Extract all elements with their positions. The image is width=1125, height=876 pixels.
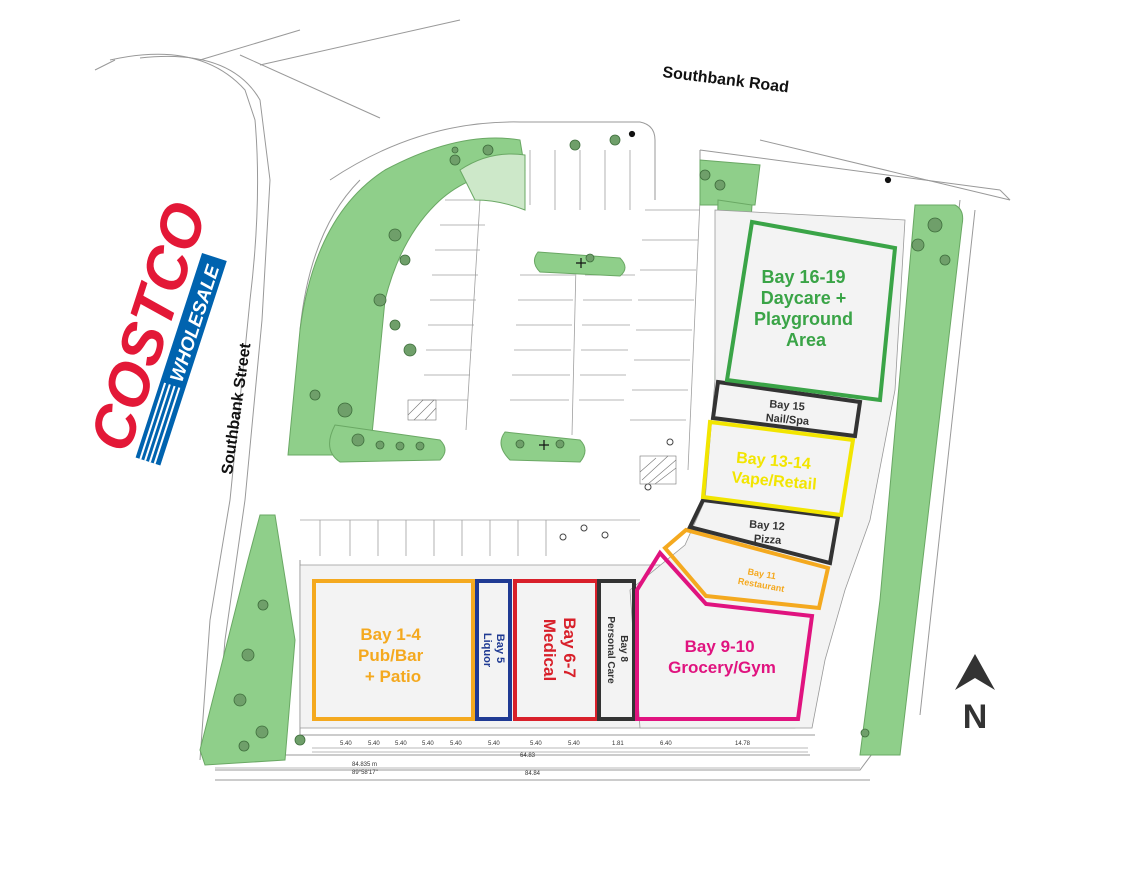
logo-stripe-5 [153, 387, 181, 464]
logo-stripe-4 [148, 385, 176, 463]
bay-5-label: Bay 5 Liquor [481, 633, 506, 668]
bay-16-19-label: Bay 16-19 Daycare + Playground Area [754, 267, 858, 350]
landscaping [199, 137, 964, 766]
bay-1-4-outline[interactable] [312, 579, 475, 721]
parking-stalls [300, 150, 701, 556]
logo-stripe-1 [135, 252, 227, 466]
dim-seg-4: 5.40 [422, 741, 434, 747]
bay-11-outline[interactable] [662, 527, 831, 611]
north-arrow-icon [955, 654, 995, 690]
accessible-parking-icons [559, 438, 674, 541]
dim-seg-8: 5.40 [568, 741, 580, 747]
dim-seg-5: 5.40 [450, 741, 462, 747]
dim-seg-6: 5.40 [488, 741, 500, 747]
bay-15-outline[interactable] [710, 379, 863, 439]
dim-subtotal: 64.83 [520, 753, 536, 759]
dim-seg-3: 5.40 [395, 741, 407, 747]
bay-labels: Bay 1-4 Pub/Bar + Patio Bay 5 Liquor Bay… [358, 267, 858, 686]
survey-markers [539, 130, 892, 450]
bay-9-10-label: Bay 9-10 Grocery/Gym [668, 637, 776, 677]
bay-5-outline[interactable] [475, 579, 512, 721]
dim-seg-2: 5.40 [368, 741, 380, 747]
bay-12-outline[interactable] [687, 497, 841, 566]
bay-9-10-outline[interactable] [635, 549, 815, 721]
survey-length: 84.835 m [352, 762, 377, 768]
dimension-labels: 5.40 5.40 5.40 5.40 5.40 5.40 5.40 5.40 … [340, 741, 751, 777]
bay-12-label: Bay 12 Pizza [748, 519, 788, 548]
bay-13-14-outline[interactable] [700, 419, 856, 518]
north-arrow: N [955, 654, 995, 736]
bay-16-19-outline[interactable] [724, 219, 898, 403]
bay-8-label: Bay 8 Personal Care [605, 616, 629, 684]
dim-seg-7: 5.40 [530, 741, 542, 747]
dim-seg-10: 6.40 [660, 741, 672, 747]
road-label-north: Southbank Road [662, 64, 790, 96]
bay-15-label: Bay 15 Nail/Spa [765, 398, 811, 428]
dimension-strings [215, 747, 860, 769]
dim-seg-11: 14.78 [735, 741, 751, 747]
bay-1-4-label: Bay 1-4 Pub/Bar + Patio [358, 625, 428, 686]
dim-total: 84.84 [525, 771, 541, 777]
dim-seg-9: 1.81 [612, 741, 624, 747]
hatch-area [407, 399, 677, 485]
survey-bearing: 89°58'17" [352, 770, 378, 776]
bay-6-7-label: Bay 6-7 Medical [540, 617, 579, 682]
tenant-bays [312, 219, 898, 721]
trees [233, 134, 951, 752]
north-letter: N [963, 698, 988, 736]
logo-stripe-2 [139, 382, 167, 460]
costco-wholesale-logo: COSTCO WHOLESALE [77, 194, 227, 466]
logo-stripe-3 [144, 384, 171, 461]
bay-8-outline[interactable] [597, 579, 636, 721]
dim-seg-1: 5.40 [340, 741, 352, 747]
